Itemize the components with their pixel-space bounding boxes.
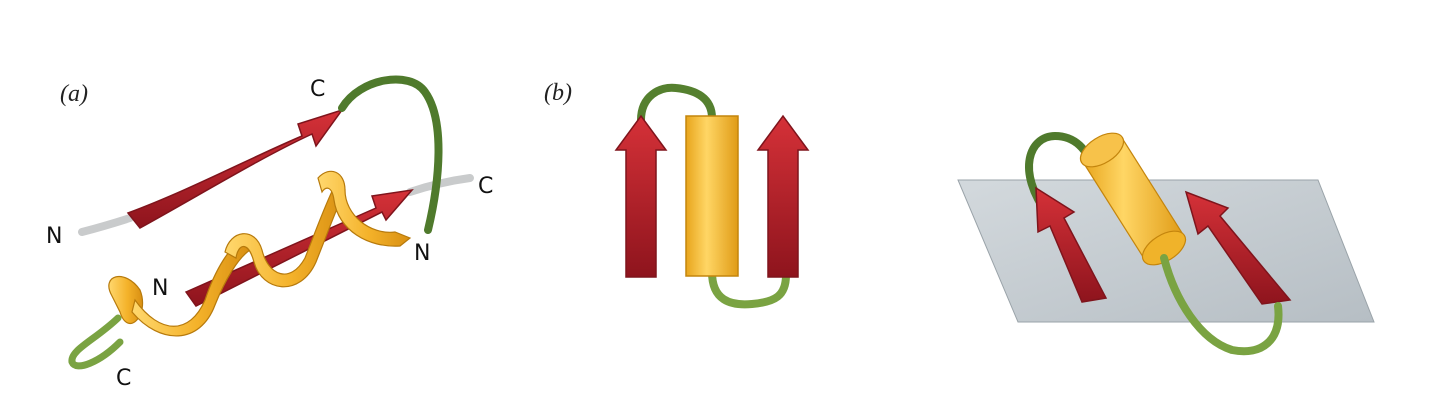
b3d-bottom-loop [1160,254,1283,356]
b-top-loop [637,83,716,124]
a-n-terminal-tail [78,214,134,236]
a-mid-n-label: N [152,276,168,301]
a-right-n-label: N [414,241,430,266]
a-top-loop [338,75,443,234]
panel-a: (a) C N C N N C [46,75,493,391]
a-left-n-label: N [46,224,62,249]
b3d-left-strand-arrow [1035,186,1108,303]
b3d-right-strand-arrow [1184,190,1292,305]
a-upper-strand-arrow [126,108,344,229]
panel-b-label: (b) [544,80,572,106]
a-alpha-helix [108,170,412,337]
b3d-helix-cylinder [1079,132,1187,266]
a-right-c-label: C [478,174,493,199]
panel-a-label: (a) [60,81,88,107]
a-top-c-label: C [310,77,325,102]
b-right-strand-arrow [756,114,810,278]
a-bottom-loop [68,314,124,370]
panel-b-3d-view [957,131,1375,356]
a-bottom-c-label: C [116,366,131,391]
b-bottom-loop [708,268,790,309]
panel-b-schematic: (b) [544,80,810,309]
b-helix-block [685,115,739,277]
b-left-strand-arrow [614,114,668,278]
